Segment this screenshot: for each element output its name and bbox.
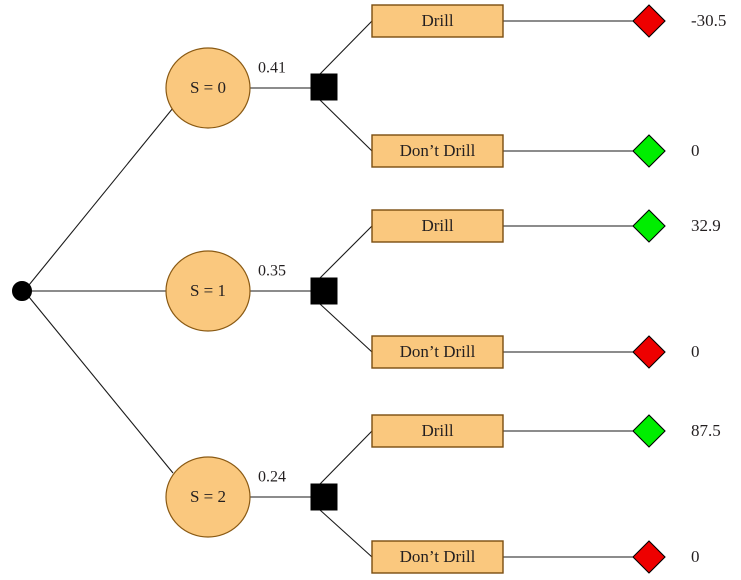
outcome-diamond-dont-drill-s0[interactable] [632,134,666,168]
outcome-diamond-drill-s0[interactable] [632,4,666,38]
decision-node-s1[interactable] [310,277,338,305]
outcome-diamond-drill-s2[interactable] [632,414,666,448]
payoff-value-drill-s2: 87.5 [691,421,721,440]
branch-s1: S = 1 0.35 Drill Don’t Drill 32.9 0 [165,209,721,369]
chance-node-s1[interactable] [165,250,251,332]
payoff-value-dont-drill-s0: 0 [691,141,700,160]
action-box-dont-drill-s2[interactable] [371,540,504,574]
edge-decision-s1-to-drill [319,225,373,279]
edge-decision-s1-to-dont-drill [319,303,373,353]
probability-label-s0: 0.41 [258,60,286,77]
decision-node-s0[interactable] [310,73,338,101]
outcome-diamond-dont-drill-s1[interactable] [632,335,666,369]
action-box-drill-s1[interactable] [371,209,504,243]
edge-decision-s0-to-dont-drill [319,99,373,152]
payoff-value-drill-s0: -30.5 [691,11,726,30]
branch-s2: S = 2 0.24 Drill Don’t Drill 87.5 0 [165,414,721,574]
root-edges [28,107,174,474]
edge-decision-s2-to-dont-drill [319,509,373,558]
chance-node-s1-label: S = 1 [190,281,226,300]
probability-label-s1: 0.35 [258,263,286,280]
outcome-diamond-drill-s1[interactable] [632,209,666,243]
action-label-drill-s1: Drill [421,216,453,235]
outcome-diamond-dont-drill-s2[interactable] [632,540,666,574]
probability-label-s2: 0.24 [258,469,286,486]
payoff-value-dont-drill-s2: 0 [691,547,700,566]
action-box-drill-s2[interactable] [371,414,504,448]
branch-s0: S = 0 0.41 Drill Don’t Drill -30.5 0 [165,4,726,168]
action-box-dont-drill-s1[interactable] [371,335,504,369]
action-label-dont-drill-s0: Don’t Drill [400,141,476,160]
decision-node-s2[interactable] [310,483,338,511]
action-label-dont-drill-s2: Don’t Drill [400,547,476,566]
chance-node-s0-label: S = 0 [190,78,226,97]
action-box-dont-drill-s0[interactable] [371,134,504,168]
edge-decision-s2-to-drill [319,430,373,485]
chance-node-s2-label: S = 2 [190,487,226,506]
payoff-value-drill-s1: 32.9 [691,216,721,235]
action-label-drill-s0: Drill [421,11,453,30]
root-edge-to-s0 [28,107,174,286]
chance-node-s2[interactable] [165,456,251,538]
action-label-drill-s2: Drill [421,421,453,440]
chance-node-s0[interactable] [165,47,251,129]
action-label-dont-drill-s1: Don’t Drill [400,342,476,361]
action-box-drill-s0[interactable] [371,4,504,38]
root-edge-to-s2 [28,296,174,474]
payoff-value-dont-drill-s1: 0 [691,342,700,361]
edge-decision-s0-to-drill [319,20,373,75]
root-chance-node[interactable] [12,281,32,301]
